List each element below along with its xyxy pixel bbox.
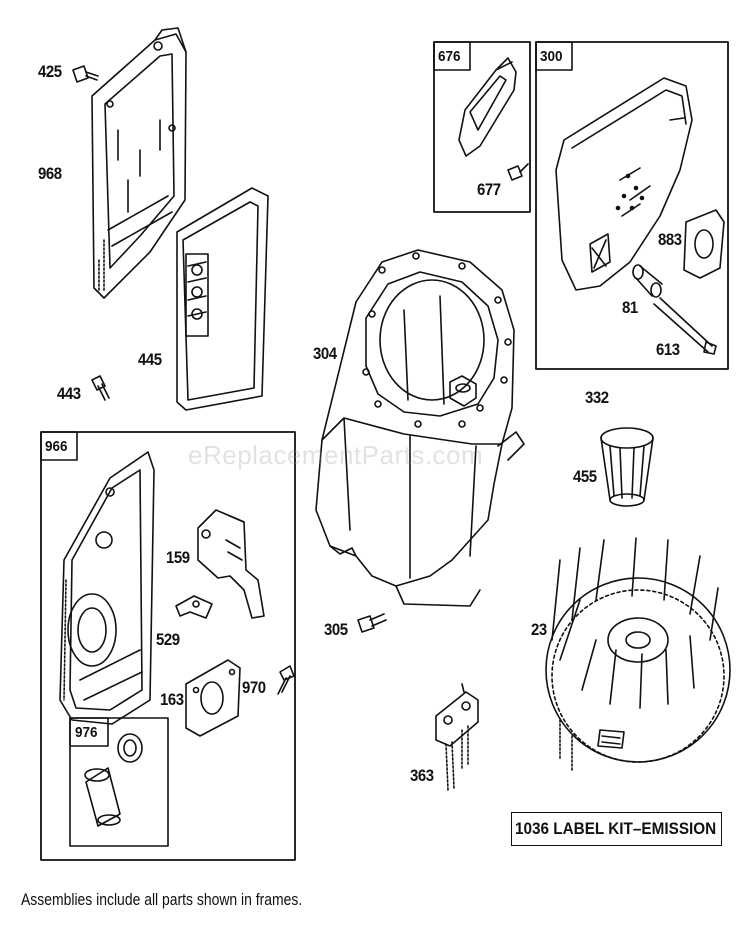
air-cleaner-base-968-drawing bbox=[91, 27, 187, 299]
footnote-text: Assemblies include all parts shown in fr… bbox=[21, 890, 303, 909]
bracket-363-drawing bbox=[435, 683, 479, 791]
watermark-text: eReplacementParts.com bbox=[188, 440, 484, 470]
frame-label-976: 976 bbox=[75, 724, 98, 741]
flywheel-23-drawing bbox=[545, 537, 731, 771]
spacer-81-drawing bbox=[632, 264, 663, 298]
callout-677: 677 bbox=[477, 180, 501, 199]
callout-445: 445 bbox=[138, 350, 162, 369]
frame-label-676: 676 bbox=[438, 48, 461, 65]
frame-966-box bbox=[40, 431, 296, 861]
bracket-159-drawing bbox=[197, 509, 265, 619]
blower-housing-304-drawing bbox=[315, 249, 525, 607]
bolt-613-drawing bbox=[653, 297, 717, 355]
screw-970-drawing bbox=[277, 665, 295, 695]
frame-676-tag bbox=[433, 41, 471, 71]
callout-455: 455 bbox=[573, 467, 597, 486]
callout-81: 81 bbox=[622, 298, 638, 317]
callout-613: 613 bbox=[656, 340, 680, 359]
gasket-883-drawing bbox=[683, 209, 725, 279]
screw-443-drawing bbox=[91, 375, 110, 401]
label-kit-box: 1036 LABEL KIT–EMISSION bbox=[511, 812, 722, 846]
nut-332-drawing bbox=[449, 375, 477, 407]
frame-676-box bbox=[433, 41, 531, 213]
filter-976-drawing bbox=[84, 733, 143, 827]
callout-159: 159 bbox=[166, 548, 190, 567]
callout-23: 23 bbox=[531, 620, 547, 639]
callout-332: 332 bbox=[585, 388, 609, 407]
callout-883: 883 bbox=[658, 230, 682, 249]
frame-976-box bbox=[69, 717, 169, 847]
callout-529: 529 bbox=[156, 630, 180, 649]
label-kit-text: 1036 LABEL KIT–EMISSION bbox=[515, 819, 717, 838]
frame-300-tag bbox=[535, 41, 573, 71]
cover-676-drawing bbox=[458, 57, 517, 157]
muffler-300-drawing bbox=[555, 77, 693, 291]
callout-305: 305 bbox=[324, 620, 348, 639]
screw-677-drawing bbox=[507, 163, 529, 181]
filter-445-drawing bbox=[176, 187, 269, 411]
housing-966-drawing bbox=[59, 451, 155, 725]
frame-976-tag bbox=[69, 717, 109, 747]
link-529-drawing bbox=[175, 595, 213, 619]
screw-305-drawing bbox=[357, 613, 387, 633]
cup-455-drawing bbox=[600, 427, 654, 507]
screw-425-drawing bbox=[72, 65, 99, 83]
gasket-163-drawing bbox=[185, 659, 241, 737]
callout-425: 425 bbox=[38, 62, 62, 81]
callout-304: 304 bbox=[313, 344, 337, 363]
frame-300-box bbox=[535, 41, 729, 370]
frame-label-300: 300 bbox=[540, 48, 563, 65]
callout-970: 970 bbox=[242, 678, 266, 697]
frame-966-tag bbox=[40, 431, 78, 461]
frame-label-966: 966 bbox=[45, 438, 68, 455]
callout-163: 163 bbox=[160, 690, 184, 709]
callout-443: 443 bbox=[57, 384, 81, 403]
callout-363: 363 bbox=[410, 766, 434, 785]
callout-968: 968 bbox=[38, 164, 62, 183]
